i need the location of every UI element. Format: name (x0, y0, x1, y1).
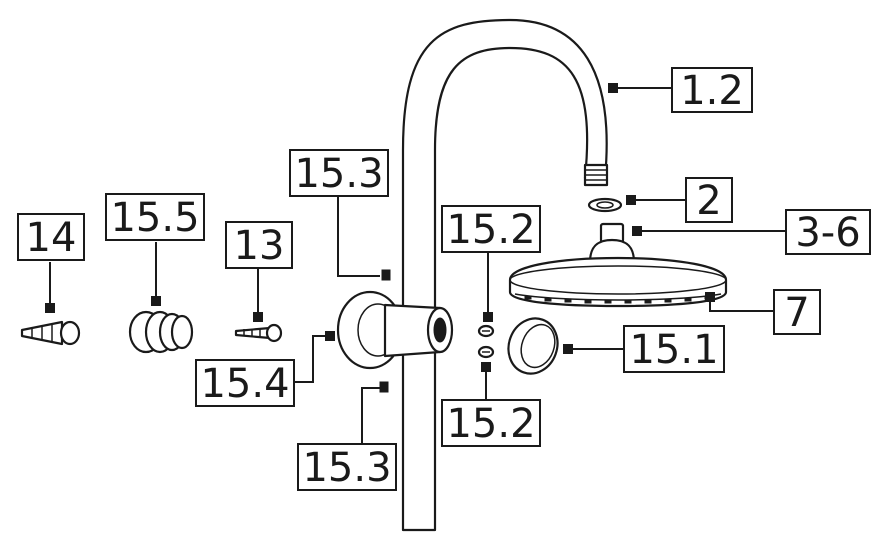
bracket-screw-top (381, 269, 391, 281)
leader-dots (45, 83, 715, 372)
wall-anchor (20, 320, 81, 346)
set-screw-bottom (477, 345, 495, 359)
spring-collar (128, 310, 194, 354)
label-15-3-top-text: 15.3 (294, 151, 383, 197)
ball-joint-connector (588, 222, 636, 264)
mounting-screw (234, 323, 283, 343)
label-14: 14 (17, 213, 85, 261)
wall-bracket (336, 290, 454, 370)
label-15-2-top-text: 15.2 (446, 207, 535, 253)
label-15-1: 15.1 (623, 325, 725, 373)
label-13: 13 (225, 221, 293, 269)
label-15-3-top: 15.3 (289, 149, 389, 197)
label-15-2-bottom-text: 15.2 (446, 401, 535, 447)
label-14-text: 14 (26, 215, 77, 261)
label-2: 2 (685, 177, 733, 224)
label-15-5: 15.5 (105, 193, 205, 241)
label-15-2-top: 15.2 (441, 205, 541, 253)
label-1-2: 1.2 (671, 67, 753, 114)
label-13-text: 13 (234, 223, 285, 269)
label-15-1-text: 15.1 (629, 327, 718, 373)
label-15-2-bottom: 15.2 (441, 399, 541, 447)
label-15-3-bottom: 15.3 (297, 443, 397, 491)
label-1-2-text: 1.2 (680, 68, 744, 114)
washer (587, 197, 623, 213)
shower-head (508, 256, 728, 308)
label-7-text: 7 (784, 290, 809, 336)
label-3-6: 3-6 (785, 209, 871, 256)
label-7: 7 (773, 289, 821, 336)
label-15-4-text: 15.4 (200, 361, 289, 407)
label-15-3-bottom-text: 15.3 (302, 445, 391, 491)
cover-cap (507, 317, 559, 375)
label-15-5-text: 15.5 (110, 195, 199, 241)
leader-lines (49, 87, 786, 444)
label-3-6-text: 3-6 (795, 210, 860, 256)
label-15-4: 15.4 (195, 359, 295, 407)
set-screw-top (477, 324, 495, 338)
label-2-text: 2 (696, 178, 721, 224)
shower-arm-pipe (401, 18, 609, 532)
